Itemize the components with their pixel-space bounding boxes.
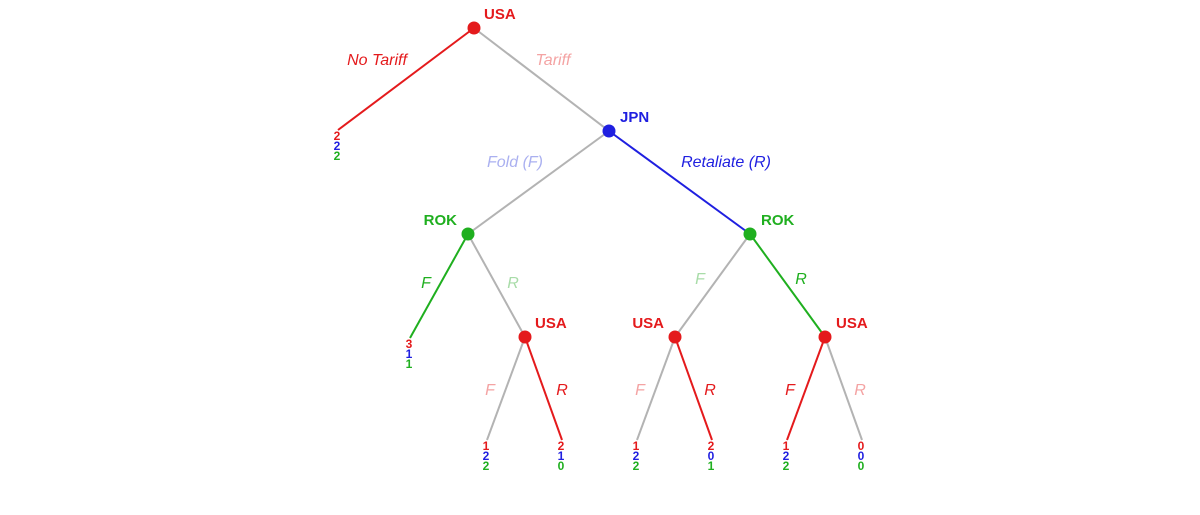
edge-usaa_r [524,336,563,441]
node-label-root: USA [484,6,516,23]
nodes-layer: USA JPN ROK ROK USA USA USA [424,6,868,344]
payoff-leaf5-jpn: 2 [633,449,640,463]
edge-usaa_f [486,336,526,441]
payoff-leaf4-jpn: 1 [558,449,565,463]
payoff-leaf2-usa: 3 [406,337,413,351]
payoff-leaf4-rok: 0 [558,459,565,473]
payoff-leaf7-rok: 2 [783,459,790,473]
node-usa_b [668,330,682,344]
node-rok_left [461,227,475,241]
edge-usac_f [786,336,826,441]
payoff-leaf6-rok: 1 [708,459,715,473]
action-label-rokl_f: F [421,275,432,292]
payoff-leaf5-usa: 1 [633,439,640,453]
action-label-no_tariff: No Tariff [347,52,408,69]
edge-usab_r [674,336,713,441]
edges-layer [337,27,863,441]
node-label-rok_left: ROK [424,212,458,229]
node-usa_c [818,330,832,344]
action-label-fold: Fold (F) [487,154,543,171]
edge-usab_f [636,336,676,441]
node-label-rok_right: ROK [761,212,795,229]
node-root [467,21,481,35]
action-label-usaa_r: R [556,382,568,399]
action-label-retaliate: Retaliate (R) [681,154,771,171]
action-label-usac_r: R [854,382,866,399]
payoff-leaf6-usa: 2 [708,439,715,453]
payoff-leaf8-jpn: 0 [858,449,865,463]
payoff-leaf4-usa: 2 [558,439,565,453]
action-label-usac_f: F [785,382,796,399]
edge-rokr_r [749,233,826,338]
payoff-leaf7-jpn: 2 [783,449,790,463]
edge-fold [467,130,610,235]
edge-rokr_f [674,233,751,338]
payoff-leaf3-jpn: 2 [483,449,490,463]
node-label-usa_b: USA [632,315,664,332]
payoff-leaf8-usa: 0 [858,439,865,453]
payoff-leaf1-usa: 2 [334,129,341,143]
node-label-jpn: JPN [620,109,649,126]
node-label-usa_c: USA [836,315,868,332]
edge-no_tariff [337,27,475,131]
payoff-leaf3-usa: 1 [483,439,490,453]
edge-tariff [473,27,610,132]
payoff-leaf5-rok: 2 [633,459,640,473]
edge-retaliate [608,130,751,235]
payoff-leaf7-usa: 1 [783,439,790,453]
node-label-usa_a: USA [535,315,567,332]
action-label-usaa_f: F [485,382,496,399]
payoff-leaf8-rok: 0 [858,459,865,473]
payoff-leaf1-jpn: 2 [334,139,341,153]
action-label-usab_f: F [635,382,646,399]
action-label-usab_r: R [704,382,716,399]
node-rok_right [743,227,757,241]
payoff-leaf2-rok: 1 [406,357,413,371]
action-label-rokr_f: F [695,271,706,288]
action-label-rokl_r: R [507,275,519,292]
payoff-leaf2-jpn: 1 [406,347,413,361]
node-jpn [602,124,616,138]
edge-rokl_f [409,233,469,339]
edge-usac_r [824,336,863,441]
payoff-leaf1-rok: 2 [334,149,341,163]
action-label-rokr_r: R [795,271,807,288]
edge-rokl_r [467,233,526,338]
payoff-leaf6-jpn: 0 [708,449,715,463]
node-usa_a [518,330,532,344]
payoff-leaf3-rok: 2 [483,459,490,473]
action-label-tariff: Tariff [536,52,573,69]
